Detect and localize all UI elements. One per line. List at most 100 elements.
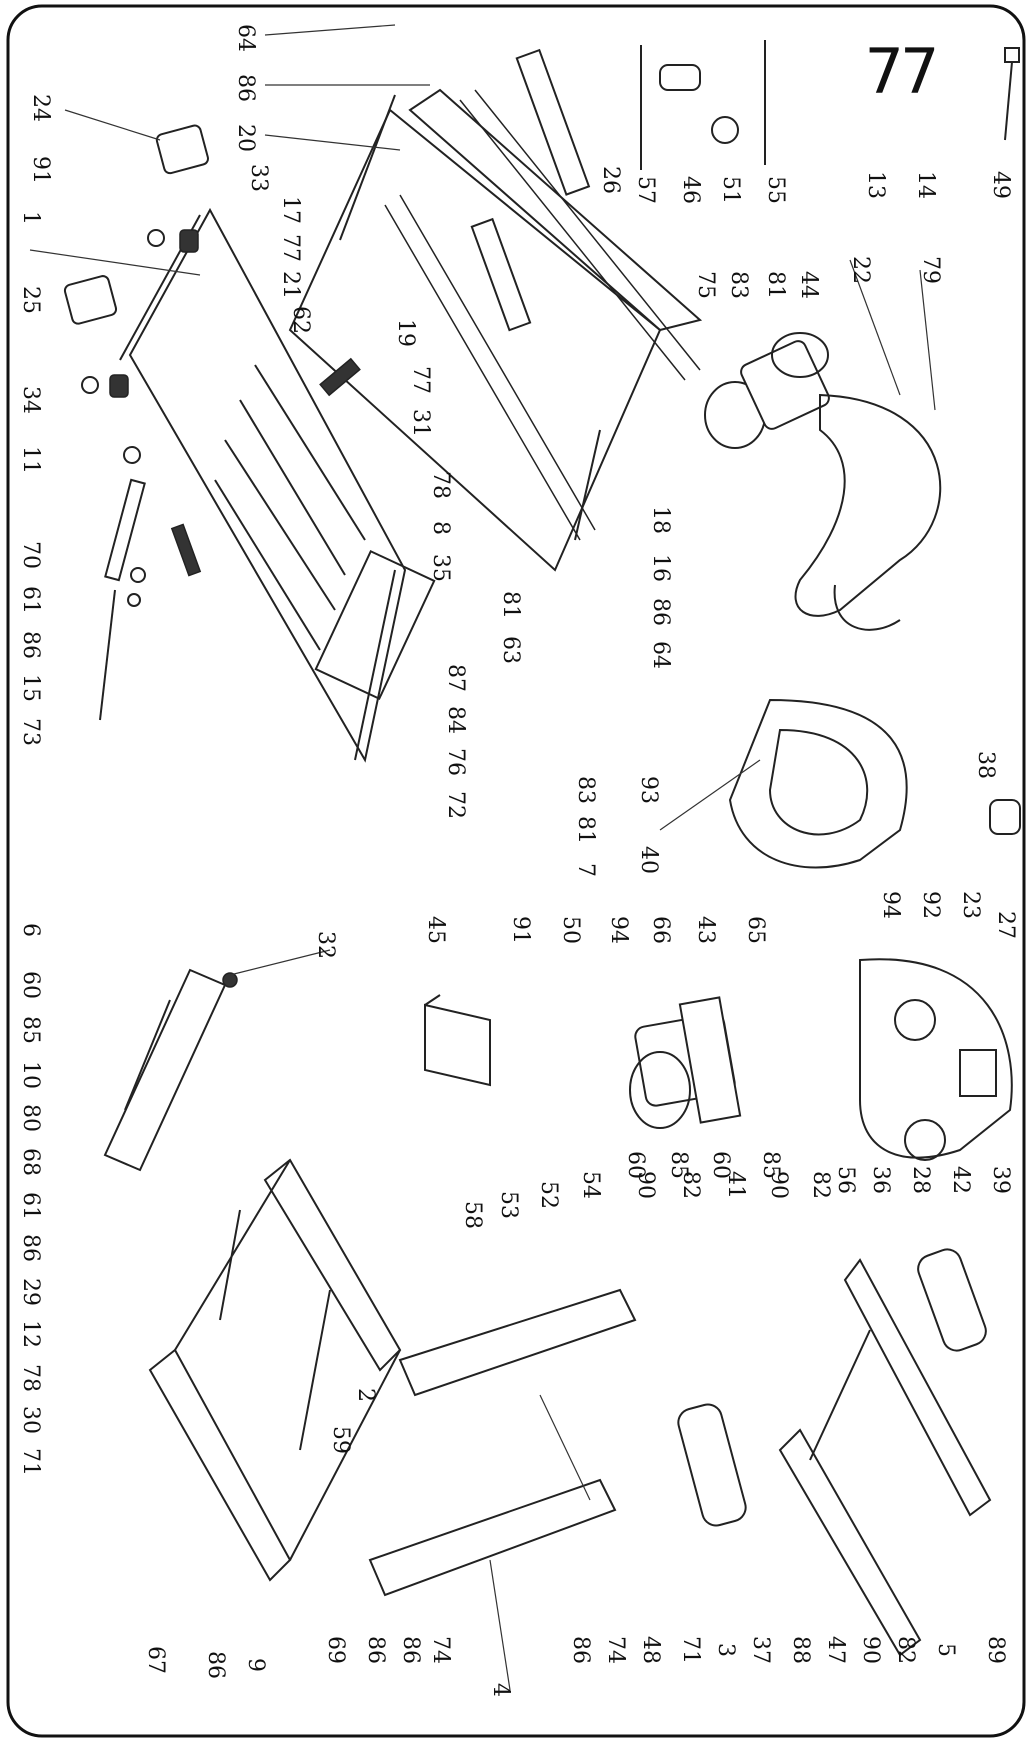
callout-label: 48 <box>638 1636 663 1664</box>
callout-label: 23 <box>958 891 983 919</box>
callout-label: 42 <box>948 1166 973 1194</box>
callout-label: 51 <box>718 176 743 204</box>
callout-label: 21 <box>278 271 303 299</box>
callout-label: 25 <box>18 286 43 314</box>
callout-label: 94 <box>606 916 631 944</box>
callout-label: 64 <box>648 641 673 669</box>
callout-label: 86 <box>568 1636 593 1664</box>
callout-label: 86 <box>18 1234 43 1262</box>
callout-label: 6 <box>18 923 43 937</box>
callout-label: 56 <box>833 1166 858 1194</box>
callout-label: 91 <box>508 916 533 944</box>
callout-label: 12 <box>18 1320 43 1348</box>
callout-label: 37 <box>748 1636 773 1664</box>
callout-label: 86 <box>203 1651 228 1679</box>
callout-label: 14 <box>913 171 938 199</box>
callout-label: 11 <box>18 446 43 474</box>
motor-hood <box>794 393 942 631</box>
callout-label: 82 <box>893 1636 918 1664</box>
callout-label: 77 <box>408 366 433 394</box>
callout-label: 80 <box>18 1104 43 1132</box>
callout-label: 16 <box>648 554 673 582</box>
upright-left <box>398 1288 637 1397</box>
callout-label: 69 <box>323 1636 348 1664</box>
callout-label: 76 <box>443 748 468 776</box>
main-frame <box>119 207 436 763</box>
callout-label: 61 <box>18 1192 43 1220</box>
callout-label: 7 <box>573 863 598 877</box>
callout-label: 93 <box>636 776 661 804</box>
callout-label: 82 <box>678 1171 703 1199</box>
callout-label: 53 <box>496 1191 521 1219</box>
callout-label: 83 <box>726 271 751 299</box>
callout-label: 68 <box>18 1148 43 1176</box>
callout-label: 46 <box>678 176 703 204</box>
callout-label: 62 <box>288 306 313 334</box>
callout-label: 43 <box>693 916 718 944</box>
callout-label: 86 <box>233 74 258 102</box>
callout-label: 86 <box>18 631 43 659</box>
callout-label: 57 <box>633 176 658 204</box>
control-box <box>424 994 491 1087</box>
callout-label: 35 <box>428 554 453 582</box>
hand-grip <box>677 1403 747 1527</box>
callout-label: 18 <box>648 506 673 534</box>
callout-label: 49 <box>988 171 1013 199</box>
callout-label: 39 <box>988 1166 1013 1194</box>
callout-label: 74 <box>428 1636 453 1664</box>
callout-label: 38 <box>973 751 998 779</box>
callout-label: 5 <box>933 1643 958 1657</box>
callout-label: 81 <box>573 816 598 844</box>
callout-label: 90 <box>858 1636 883 1664</box>
callout-label: 65 <box>743 916 768 944</box>
callout-label: 28 <box>908 1166 933 1194</box>
callout-label: 74 <box>603 1636 628 1664</box>
callout-label: 20 <box>233 124 258 152</box>
callout-label: 82 <box>808 1171 833 1199</box>
console-unit <box>859 958 1013 1161</box>
callout-label: 29 <box>18 1278 43 1306</box>
front-roller <box>704 332 830 449</box>
callout-label: 2 <box>353 1388 378 1402</box>
callout-label: 83 <box>573 776 598 804</box>
callout-label: 54 <box>578 1171 603 1199</box>
callout-label: 52 <box>536 1181 561 1209</box>
callout-label: 71 <box>678 1636 703 1664</box>
callout-label: 33 <box>246 164 271 192</box>
callout-label: 44 <box>796 271 821 299</box>
callout-label: 86 <box>648 598 673 626</box>
callout-label: 67 <box>143 1646 168 1674</box>
callout-label: 24 <box>28 94 53 122</box>
callout-label: 94 <box>878 891 903 919</box>
callout-label: 59 <box>328 1426 353 1454</box>
base-frame <box>103 968 238 1172</box>
rear-brackets <box>63 124 209 398</box>
callout-label: 92 <box>918 891 943 919</box>
running-deck <box>288 48 703 572</box>
callout-label: 86 <box>398 1636 423 1664</box>
callout-label: 34 <box>18 386 43 414</box>
callout-label: 41 <box>723 1171 748 1199</box>
callout-label: 3 <box>713 1643 738 1657</box>
callout-label: 81 <box>763 271 788 299</box>
callout-label: 55 <box>763 176 788 204</box>
callout-label: 73 <box>18 718 43 746</box>
callout-label: 60 <box>18 971 43 999</box>
callout-label: 36 <box>868 1166 893 1194</box>
upright-frame <box>148 1158 402 1582</box>
leader-lines <box>29 24 936 1691</box>
callout-label: 32 <box>313 931 338 959</box>
loose-parts <box>640 40 1020 170</box>
callout-label: 27 <box>993 911 1018 939</box>
callout-label: 9 <box>243 1658 268 1672</box>
callout-label: 8 <box>428 521 453 535</box>
callout-label: 63 <box>498 636 523 664</box>
callout-label: 45 <box>423 916 448 944</box>
large-numeral: 77 <box>864 35 940 108</box>
lift-cylinder <box>99 446 146 721</box>
callout-label: 31 <box>408 409 433 437</box>
callout-label: 30 <box>18 1406 43 1434</box>
callout-label: 89 <box>983 1636 1008 1664</box>
callout-label: 15 <box>18 674 43 702</box>
